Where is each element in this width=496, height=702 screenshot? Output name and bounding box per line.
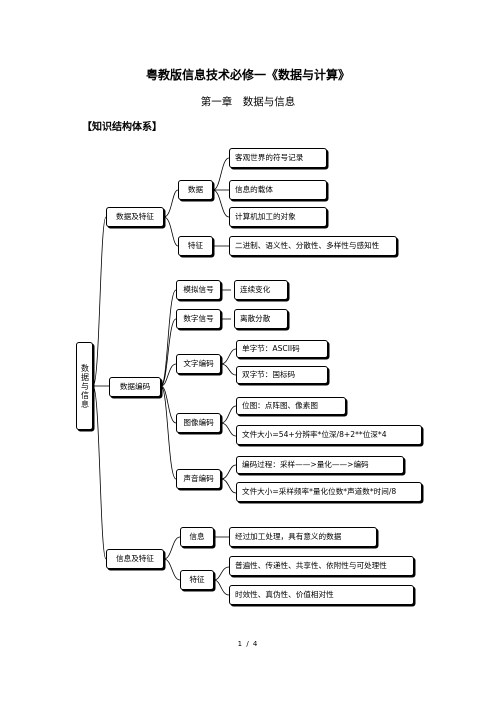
chapter-title: 第一章 数据与信息 — [200, 96, 296, 108]
root-node: 数据与信息 — [76, 342, 93, 430]
leaf-bitmap: 位图：点阵图、像素图 — [236, 397, 346, 415]
node-analog-signal: 模拟信号 — [176, 280, 221, 300]
node-data-encoding: 数据编码 — [109, 377, 161, 397]
leaf-gb-code: 双字节：国标码 — [236, 366, 328, 384]
leaf-image-filesize: 文件大小=54+分辨率*位深/8+2**位深*4 — [236, 425, 422, 445]
node-text-encoding: 文字编码 — [176, 354, 221, 374]
leaf-sound-process: 编码过程：采样——>量化——>编码 — [236, 456, 404, 474]
section-heading: 【知识结构体系】 — [82, 122, 162, 133]
document-title: 粤教版信息技术必修一《数据与计算》 — [145, 68, 350, 82]
leaf-ascii: 单字节：ASCII码 — [236, 340, 328, 358]
node-information: 信息 — [180, 527, 214, 547]
node-data-features: 数据及特征 — [106, 207, 164, 227]
leaf-sound-filesize: 文件大小=采样频率*量化位数*声道数*时间/8 — [236, 482, 422, 502]
leaf-info-features-2: 时效性、真伪性、价值相对性 — [229, 585, 414, 605]
node-info-features: 信息及特征 — [106, 549, 164, 569]
leaf-symbol-record: 客观世界的符号记录 — [229, 148, 327, 168]
node-feature-1: 特征 — [178, 236, 213, 256]
node-feature-2: 特征 — [180, 570, 214, 590]
leaf-processing-object: 计算机加工的对象 — [229, 207, 327, 227]
page-number: 1 / 4 — [237, 640, 259, 648]
leaf-discrete: 离散分散 — [234, 309, 288, 329]
leaf-continuous: 连续变化 — [234, 280, 288, 300]
node-data: 数据 — [178, 180, 213, 200]
leaf-info-features-1: 普遍性、传递性、共享性、依附性与可处理性 — [229, 556, 414, 576]
node-sound-encoding: 声音编码 — [176, 469, 221, 489]
leaf-info-definition: 经过加工处理，具有意义的数据 — [229, 527, 377, 547]
leaf-info-carrier: 信息的载体 — [229, 180, 327, 200]
node-image-encoding: 图像编码 — [176, 413, 221, 433]
node-digital-signal: 数字信号 — [176, 309, 221, 329]
leaf-data-features: 二进制、语义性、分散性、多样性与感知性 — [229, 236, 397, 256]
